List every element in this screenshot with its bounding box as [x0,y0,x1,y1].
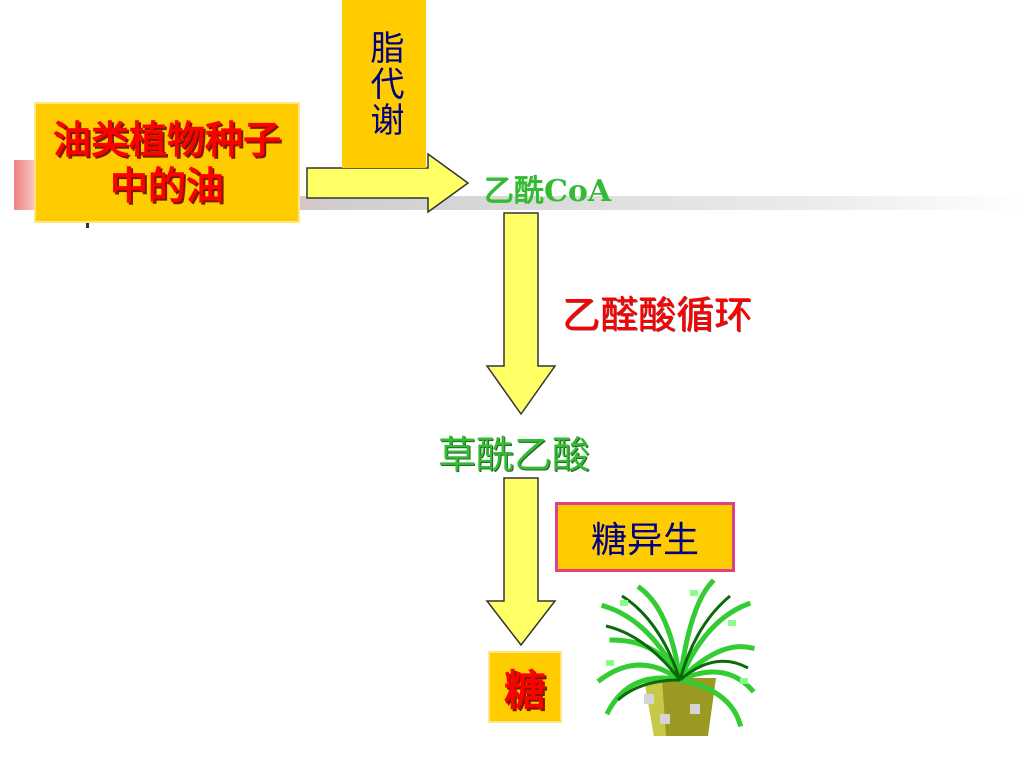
oil-seed-label: 油类植物种子中的油 [52,117,281,208]
oxaloacetate-label: 草酰乙酸 [438,433,591,477]
fat-metabolism-label: 脂代谢 [364,30,404,138]
gluconeogenesis-box: 糖异生 [555,502,735,572]
stray-dot [86,222,89,228]
glyoxylate-cycle-label: 乙醛酸循环 [562,293,753,337]
sugar-label: 糖 [503,665,546,715]
oil-seed-box: 油类植物种子中的油 [34,102,300,223]
arrow-oxaloacetate-to-sugar [485,477,557,647]
acetyl-coa-label: 乙酰CoA [484,174,612,209]
gluconeogenesis-label: 糖异生 [590,520,699,561]
sugar-box: 糖 [488,651,562,723]
fat-metabolism-box: 脂代谢 [342,0,426,168]
plant-icon [596,578,756,736]
arrow-acetyl-to-oxaloacetate [485,212,557,416]
arrow-oil-to-acetyl [306,152,470,214]
